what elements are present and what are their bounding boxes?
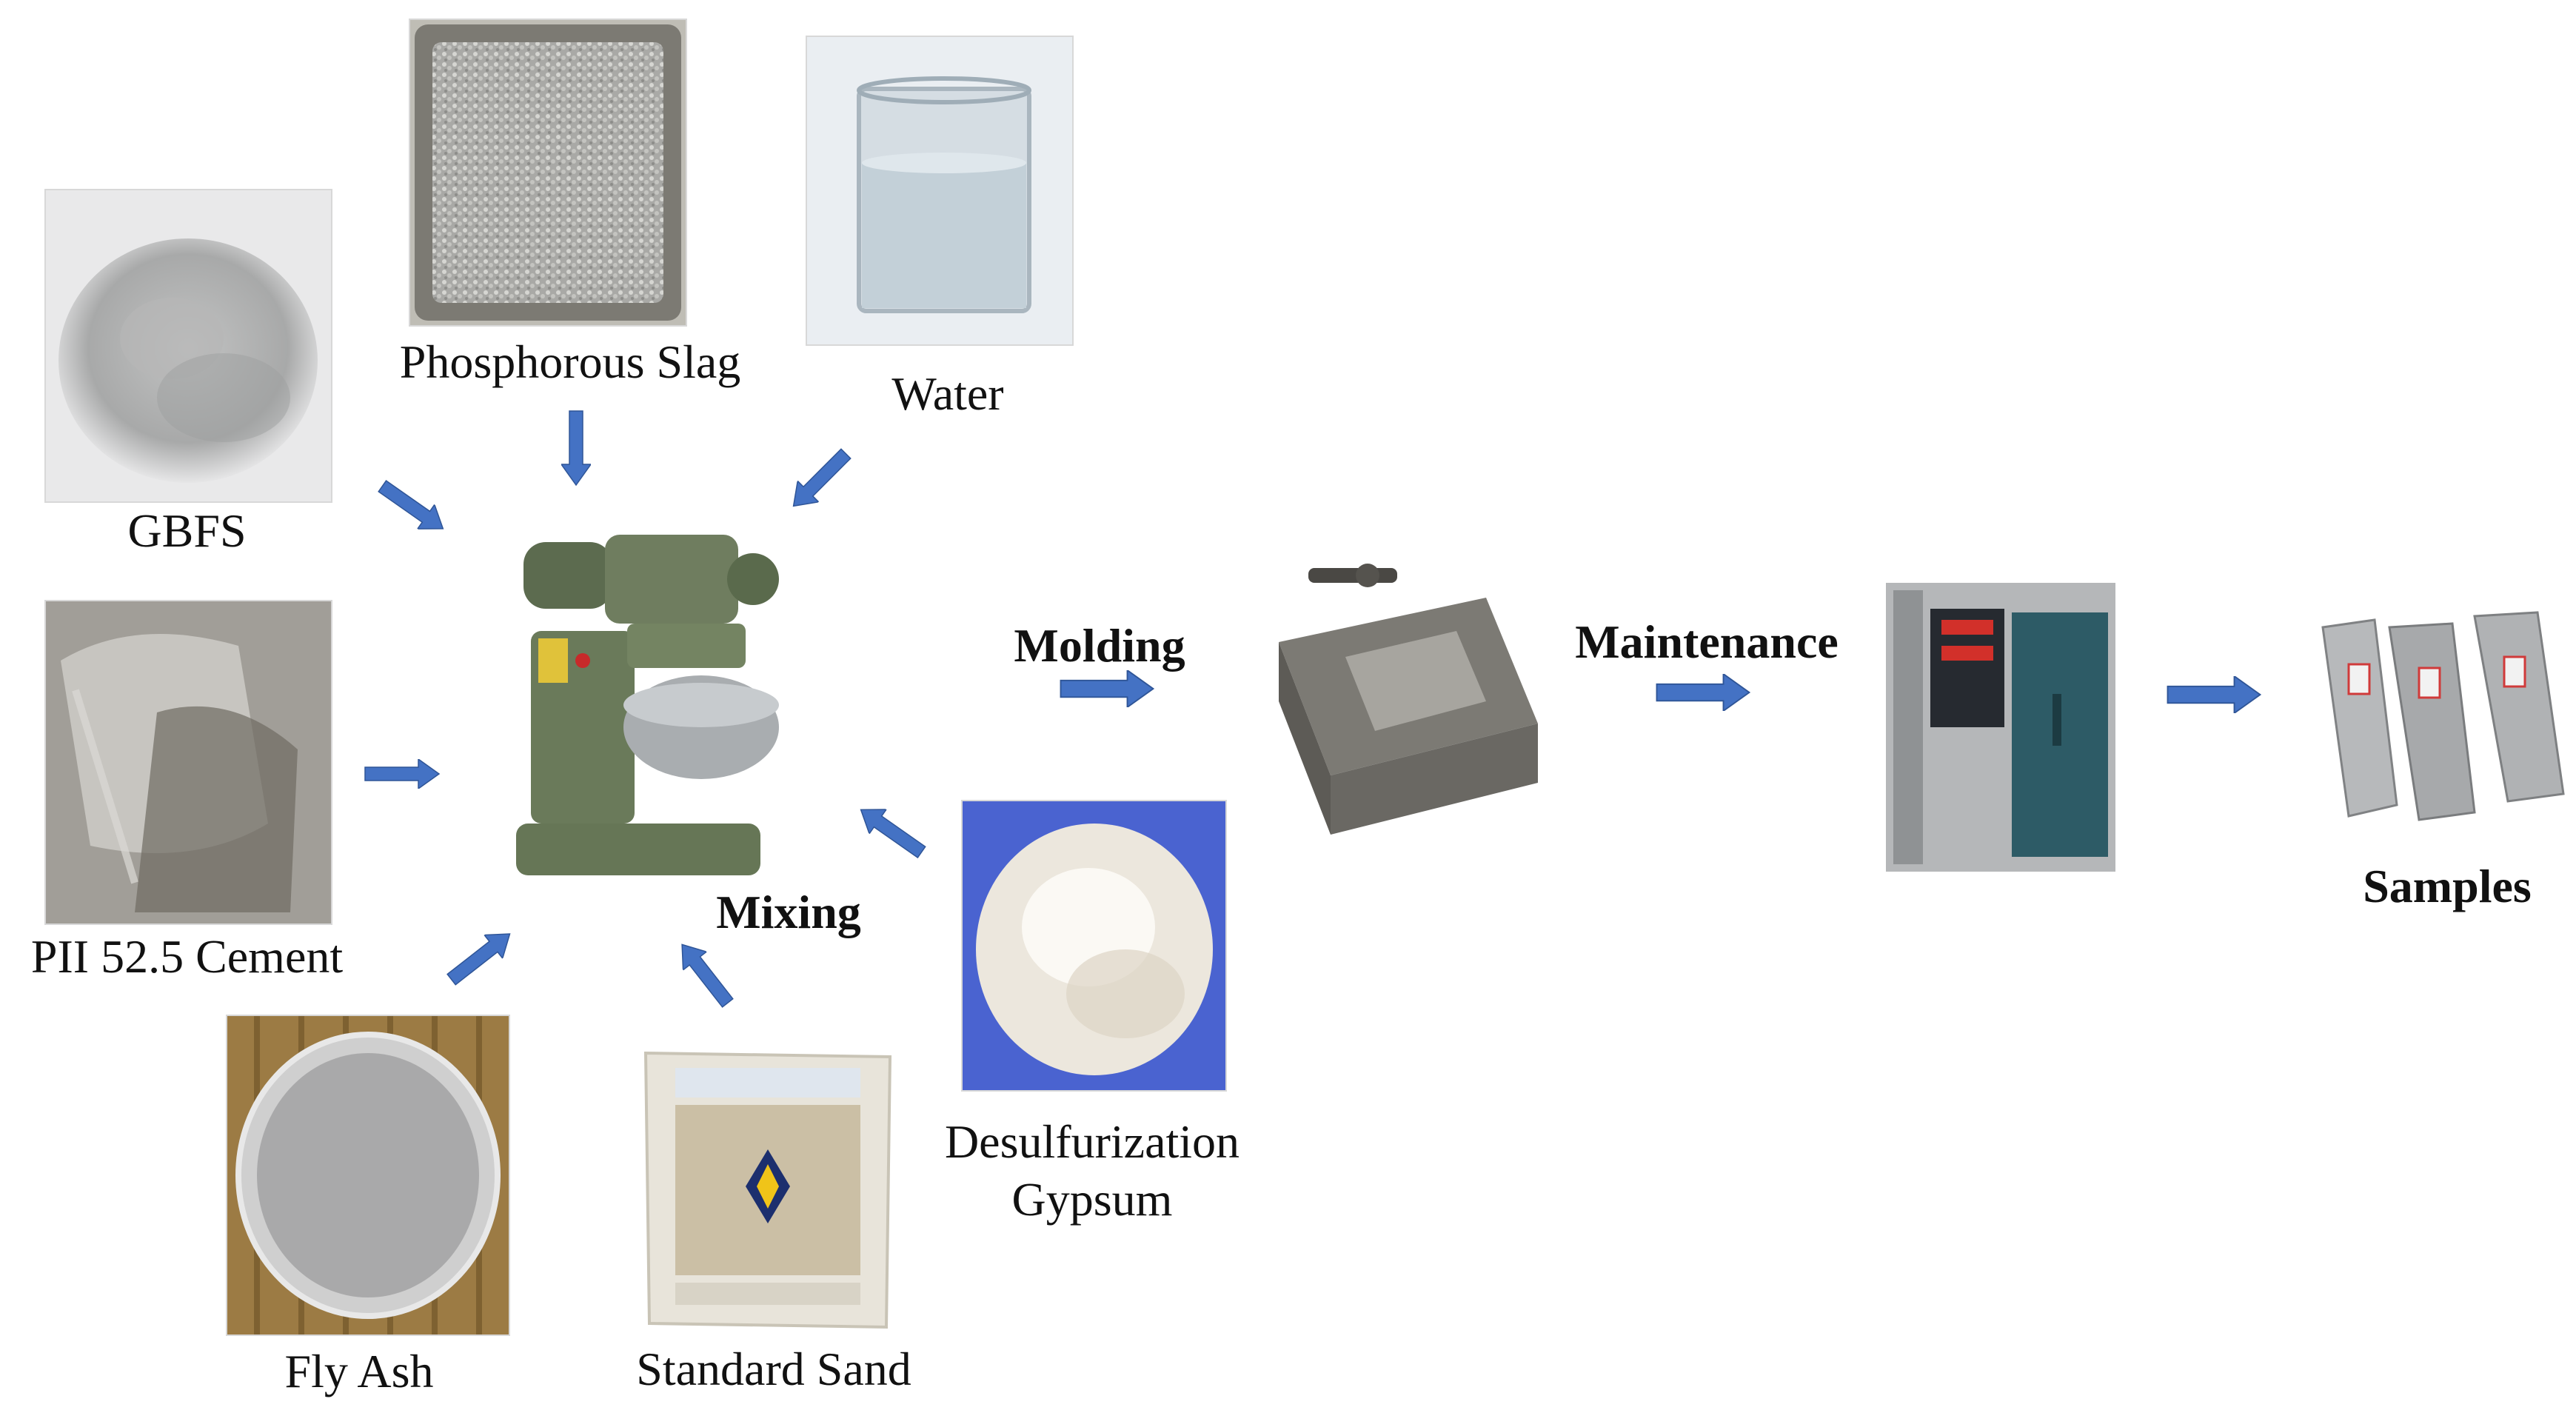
mortar-prisms-icon (2321, 611, 2565, 821)
arrow-to-samples (2166, 676, 2262, 713)
water-photo (806, 36, 1074, 346)
label-maintenance: Maintenance (1575, 615, 1839, 668)
powder-pile-icon (58, 238, 318, 483)
arrow-water-to-mixer (782, 442, 857, 518)
label-phosphorous-slag: Phosphorous Slag (399, 335, 741, 388)
arrow-gypsum-to-mixer (852, 796, 931, 866)
mold-photo (1262, 552, 1547, 844)
arrow-flyash-to-mixer (441, 921, 520, 992)
mixer-photo (515, 511, 792, 895)
gypsum-powder-icon (963, 801, 1225, 1090)
slag-tray-icon (415, 24, 681, 321)
mortar-mixer-icon (516, 535, 779, 875)
arrow-cement-to-mixer (364, 759, 441, 789)
label-molding: Molding (1014, 619, 1185, 672)
label-standard-sand: Standard Sand (636, 1343, 911, 1395)
arrow-slag-to-mixer (561, 410, 591, 487)
arrow-sand-to-mixer (669, 935, 740, 1013)
fly-ash-dish-icon (227, 1016, 509, 1334)
fly-ash-photo (226, 1015, 510, 1336)
curing-box-photo (1870, 574, 2132, 881)
gbfs-photo (44, 189, 332, 503)
arrow-maintenance (1657, 674, 1750, 711)
water-beaker-icon (857, 76, 1031, 313)
cement-powder-icon (46, 601, 331, 923)
label-cement: PII 52.5 Cement (30, 930, 344, 983)
prism-mold-icon (1279, 564, 1538, 835)
label-samples: Samples (2363, 860, 2532, 912)
cement-photo (44, 600, 332, 925)
label-fly-ash: Fly Ash (284, 1345, 434, 1397)
gypsum-photo (961, 800, 1227, 1092)
label-water: Water (891, 367, 1004, 420)
samples-photo (2314, 604, 2572, 829)
standard-sand-photo (629, 1037, 906, 1336)
curing-cabinet-icon (1886, 583, 2115, 872)
label-gbfs: GBFS (127, 504, 247, 557)
label-gypsum-line1: Desulfurization (944, 1115, 1240, 1168)
phosphorous-slag-photo (409, 19, 687, 327)
sand-bag-icon (643, 1051, 892, 1329)
arrow-molding (1061, 670, 1154, 707)
label-gypsum-line2: Gypsum (1011, 1173, 1173, 1226)
arrow-gbfs-to-mixer (372, 473, 452, 542)
label-mixing: Mixing (716, 886, 861, 938)
